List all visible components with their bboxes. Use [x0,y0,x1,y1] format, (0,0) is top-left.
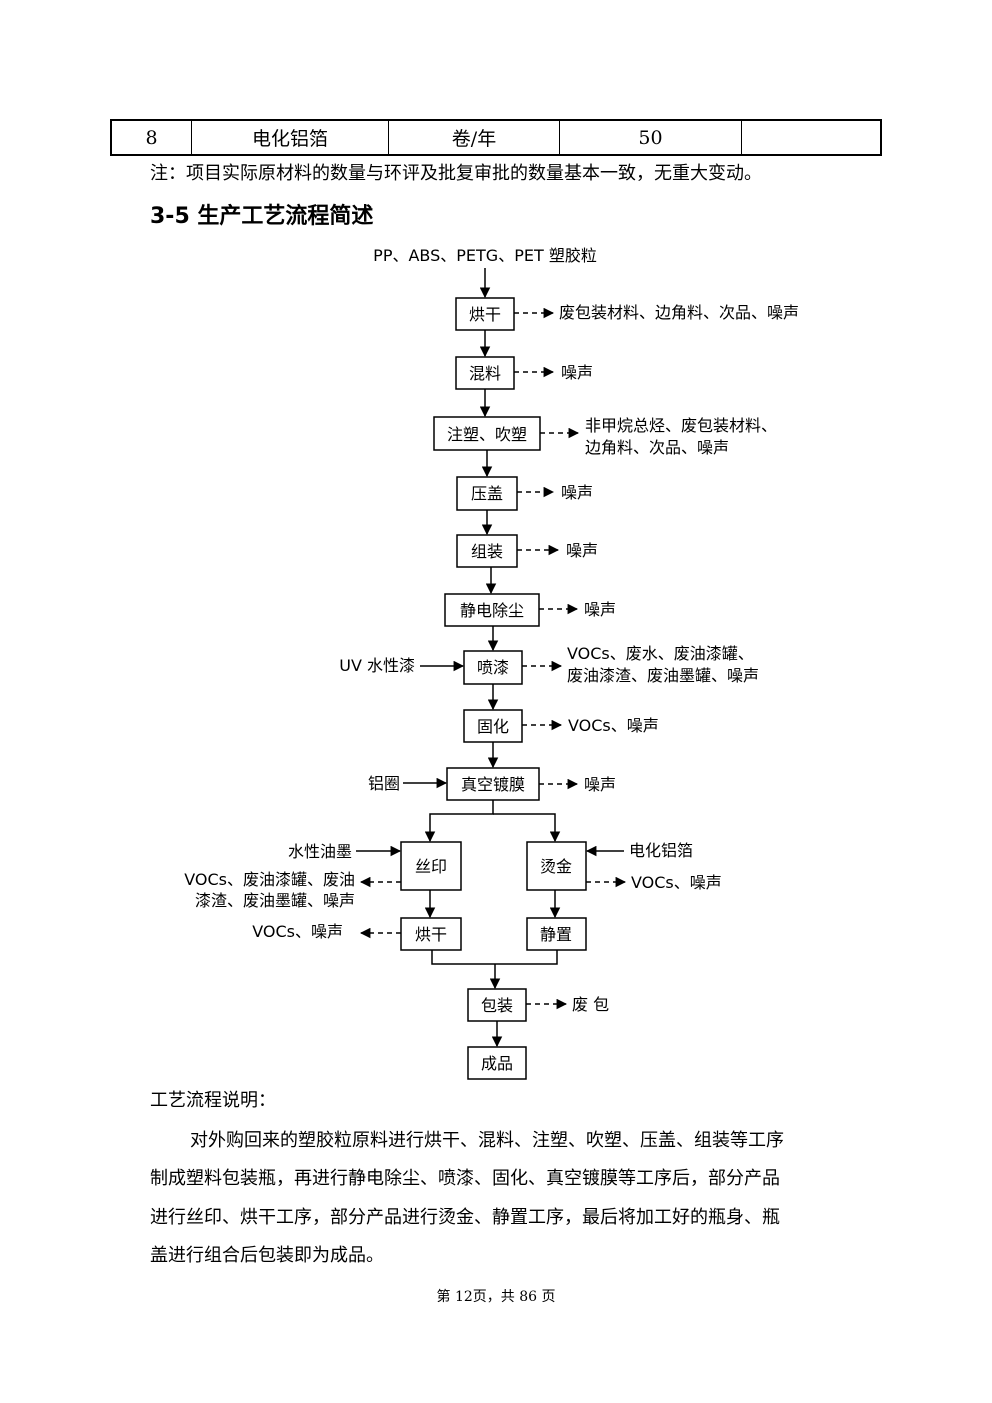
step-cure-box [463,709,523,743]
output-foil: VOCs、噪声 [631,873,722,892]
step-cure-label: 固化 [477,717,509,736]
step-pack-label: 包装 [481,996,513,1015]
table-note: 注：项目实际原材料的数量与环评及批复审批的数量基本一致，无重大变动。 [150,163,762,184]
step-dedust-box [444,593,540,627]
output-mold-line1: 非甲烷总烃、废包装材料、 [585,416,777,435]
paragraph-line-2: 制成塑料包装瓶，再进行静电除尘、喷漆、固化、真空镀膜等工序后，部分产品 [150,1168,780,1189]
output-cure: VOCs、噪声 [568,716,659,735]
process-heading: 工艺流程说明： [150,1090,276,1111]
paragraph-line-1: 对外购回来的塑胶粒原料进行烘干、混料、注塑、吹塑、压盖、组装等工序 [190,1130,784,1151]
step-mold-label: 注塑、吹塑 [447,425,527,444]
raw-material-label: PP、ABS、PETG、PET 塑胶粒 [373,246,597,265]
input-ring: 铝圈 [368,774,400,793]
step-mix-box [455,356,515,390]
step-product-label: 成品 [481,1054,513,1073]
input-paint: UV 水性漆 [339,656,415,675]
step-product-box [467,1046,527,1080]
step-foil-label: 烫金 [540,857,572,876]
step-cap-label: 压盖 [471,484,503,503]
paragraph-line-3: 进行丝印、烘干工序，部分产品进行烫金、静置工序，最后将加工好的瓶身、瓶 [150,1207,780,1228]
material-amount: 50 [560,121,742,154]
output-mix: 噪声 [561,363,593,382]
output-pack: 废 包 [572,995,609,1014]
step-cap-box [456,476,518,511]
output-mold-line2: 边角料、次品、噪声 [585,438,729,457]
material-name: 电化铝箔 [192,121,389,154]
output-spray-line1: VOCs、废水、废油漆罐、 [567,644,754,663]
output-vacuum: 噪声 [584,775,616,794]
step-assemble-label: 组装 [471,542,503,561]
output-dry2: VOCs、噪声 [252,922,343,941]
step-assemble-box [456,534,518,568]
input-foil: 电化铝箔 [629,841,693,860]
output-cap: 噪声 [561,483,593,502]
page-footer: 第 12页，共 86 页 [436,1289,556,1305]
output-silk-line2: 漆渣、废油墨罐、噪声 [195,891,355,910]
output-dry: 废包装材料、边角料、次品、噪声 [559,303,799,322]
step-dedust-label: 静电除尘 [460,601,524,620]
output-assemble: 噪声 [566,541,598,560]
step-mix-label: 混料 [469,364,501,383]
step-vacuum-label: 真空镀膜 [461,775,525,794]
step-spray-label: 喷漆 [477,658,509,677]
output-silk-line1: VOCs、废油漆罐、废油 [184,870,355,889]
output-spray-line2: 废油漆渣、废油墨罐、噪声 [567,666,759,685]
input-ink: 水性油墨 [288,842,352,861]
step-silk-label: 丝印 [415,857,447,876]
step-stand-label: 静置 [540,925,572,944]
step-dry2-box [400,917,462,951]
paragraph-line-4: 盖进行组合后包装即为成品。 [150,1245,384,1266]
row-number: 8 [112,121,192,154]
section-title: 3-5 生产工艺流程简述 [150,204,374,229]
material-table-row: 8 电化铝箔 卷/年 50 [110,119,882,156]
output-dedust: 噪声 [584,600,616,619]
process-flow-diagram: PP、ABS、PETG、PET 塑胶粒 烘干 混料 注塑、吹塑 压盖 组装 静电… [184,246,799,1080]
step-silk-box [400,841,462,891]
material-unit: 卷/年 [389,121,560,154]
step-dry2-label: 烘干 [415,925,447,944]
step-dry-label: 烘干 [469,305,501,324]
